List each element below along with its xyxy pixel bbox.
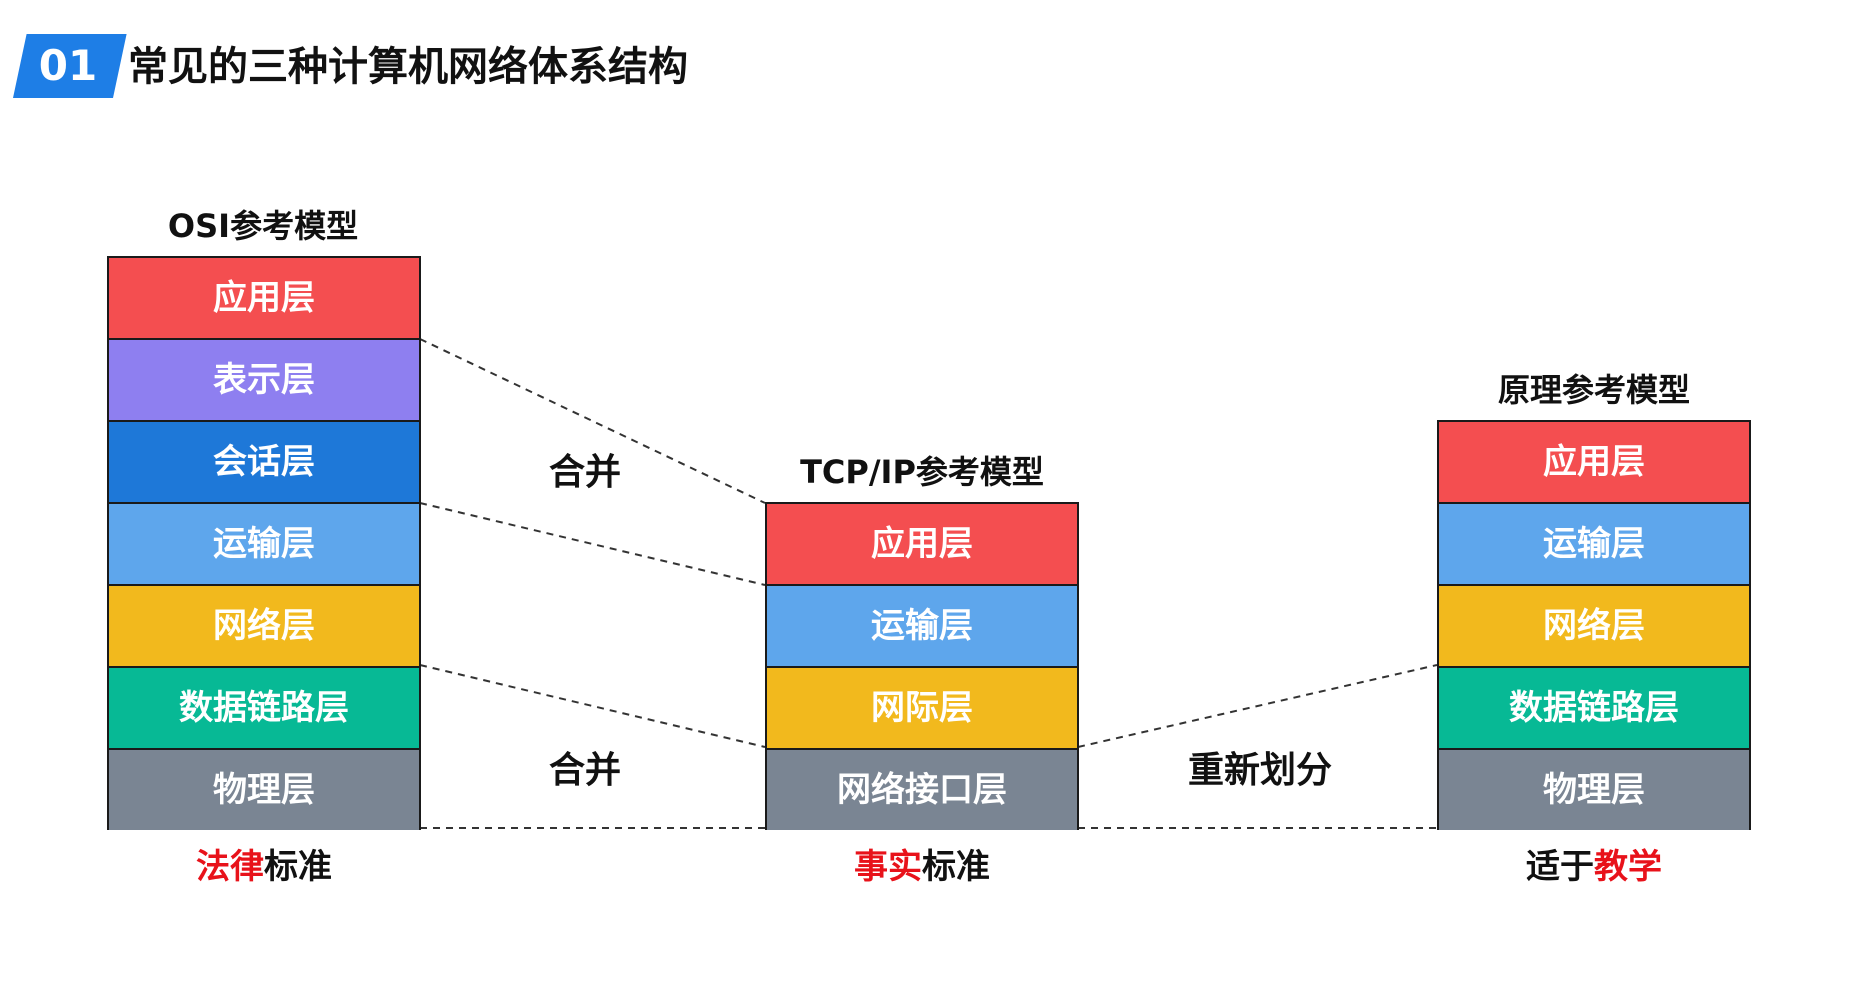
merge-label-lower: 合并 (548, 750, 621, 791)
merge-label-upper: 合并 (548, 452, 621, 493)
principle-layer-datalink: 数据链路层 (1439, 668, 1749, 748)
principle-layer-stack: 应用层 运输层 网络层 数据链路层 物理层 (1437, 420, 1751, 830)
principle-layer-application: 应用层 (1439, 422, 1749, 502)
osi-model-title: OSI参考模型 (167, 207, 359, 245)
principle-caption-highlight: 教学 (1594, 847, 1662, 887)
osi-layer-datalink: 数据链路层 (109, 668, 419, 748)
osi-caption-highlight: 法律 (196, 847, 264, 887)
tcpip-caption-highlight: 事实 (854, 847, 922, 887)
osi-layer-application: 应用层 (109, 258, 419, 338)
osi-layer-network: 网络层 (109, 586, 419, 666)
osi-layer-session: 会话层 (109, 422, 419, 502)
section-number: 01 (38, 41, 98, 90)
principle-layer-network: 网络层 (1439, 586, 1749, 666)
osi-caption-rest: 标准 (264, 847, 332, 887)
tcpip-caption: 事实标准 (765, 842, 1079, 892)
tcpip-layer-application: 应用层 (767, 504, 1077, 584)
tcpip-layer-internet: 网际层 (767, 668, 1077, 748)
connector-osi-session-bottom (419, 502, 766, 586)
redivide-label: 重新划分 (1187, 750, 1332, 791)
osi-layer-stack: 应用层 表示层 会话层 运输层 网络层 数据链路层 物理层 (107, 256, 421, 830)
principle-layer-transport: 运输层 (1439, 504, 1749, 584)
connector-osi-app-top (419, 338, 766, 504)
osi-layer-presentation: 表示层 (109, 340, 419, 420)
principle-caption-prefix: 适于 (1526, 847, 1594, 887)
tcpip-layer-network-interface: 网络接口层 (767, 750, 1077, 830)
osi-layer-physical: 物理层 (109, 750, 419, 830)
principle-caption: 适于教学 (1437, 842, 1751, 892)
page-title: 常见的三种计算机网络体系结构 (128, 44, 688, 90)
principle-layer-physical: 物理层 (1439, 750, 1749, 830)
tcpip-layer-transport: 运输层 (767, 586, 1077, 666)
principle-model-title: 原理参考模型 (1497, 371, 1690, 409)
connector-osi-network-bottom (419, 664, 766, 748)
tcpip-model-title: TCP/IP参考模型 (800, 453, 1044, 491)
osi-caption: 法律标准 (107, 842, 421, 892)
osi-layer-transport: 运输层 (109, 504, 419, 584)
tcpip-caption-rest: 标准 (922, 847, 990, 887)
connector-tcpip-netif-top (1077, 664, 1438, 748)
tcpip-layer-stack: 应用层 运输层 网际层 网络接口层 (765, 502, 1079, 830)
